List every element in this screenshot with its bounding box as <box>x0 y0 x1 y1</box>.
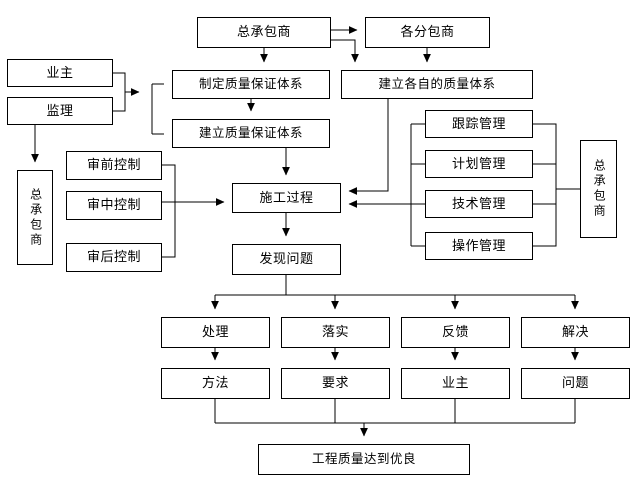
node-construction-process: 施工过程 <box>232 183 341 213</box>
node-label: 处理 <box>201 324 229 340</box>
node-mid-review-control: 审中控制 <box>66 191 162 220</box>
node-label: 审前控制 <box>86 157 141 173</box>
node-label: 要求 <box>321 375 349 391</box>
node-plan-management: 计划管理 <box>425 150 533 178</box>
node-label: 解决 <box>561 324 589 340</box>
node-label: 方法 <box>201 375 229 391</box>
node-operation-management: 操作管理 <box>425 232 533 260</box>
node-label: 工程质量达到优良 <box>311 452 416 467</box>
node-label: 各分包商 <box>400 24 455 40</box>
node-label: 计划管理 <box>451 155 506 171</box>
node-subcontractors: 各分包商 <box>365 17 490 48</box>
node-general-contractor-top: 总承包商 <box>197 17 331 48</box>
node-label: 施工过程 <box>259 189 314 205</box>
node-label: 建立质量保证体系 <box>198 126 303 141</box>
node-label: 业主 <box>46 64 74 80</box>
node-label: 总承包商 <box>236 24 291 40</box>
node-implement: 落实 <box>281 317 390 348</box>
node-label: 监理 <box>46 102 74 118</box>
node-find-problems: 发现问题 <box>232 244 341 275</box>
node-resolve: 解决 <box>521 317 630 348</box>
node-problem: 问题 <box>521 368 630 399</box>
node-label: 审中控制 <box>86 197 141 213</box>
node-owner-bottom: 业主 <box>401 368 510 399</box>
node-label: 反馈 <box>441 324 469 340</box>
node-label: 发现问题 <box>259 251 314 267</box>
node-label: 制定质量保证体系 <box>198 77 303 92</box>
node-formulate-quality-system: 制定质量保证体系 <box>172 70 330 99</box>
node-label: 业主 <box>441 375 469 391</box>
node-establish-quality-system: 建立质量保证体系 <box>172 119 330 148</box>
node-label: 操作管理 <box>451 237 506 253</box>
node-method: 方法 <box>161 368 270 399</box>
node-establish-own-quality-system: 建立各自的质量体系 <box>341 70 533 99</box>
node-label: 技术管理 <box>451 195 506 211</box>
node-label: 跟踪管理 <box>451 115 506 131</box>
node-label: 总承包商 <box>28 187 43 248</box>
node-technical-management: 技术管理 <box>425 190 533 218</box>
node-label: 问题 <box>561 375 589 391</box>
node-supervisor: 监理 <box>7 97 113 125</box>
node-pre-review-control: 审前控制 <box>66 151 162 180</box>
node-label: 建立各自的质量体系 <box>378 77 496 92</box>
node-label: 落实 <box>321 324 349 340</box>
node-tracking-management: 跟踪管理 <box>425 110 533 138</box>
node-label: 审后控制 <box>86 249 141 265</box>
node-handle: 处理 <box>161 317 270 348</box>
node-general-contractor-right: 总承包商 <box>580 140 617 238</box>
node-post-review-control: 审后控制 <box>66 243 162 272</box>
node-excellent-quality: 工程质量达到优良 <box>258 444 470 475</box>
node-requirement: 要求 <box>281 368 390 399</box>
node-owner: 业主 <box>7 59 113 87</box>
node-label: 总承包商 <box>592 159 607 219</box>
node-general-contractor-left: 总承包商 <box>17 170 53 265</box>
node-feedback: 反馈 <box>401 317 510 348</box>
